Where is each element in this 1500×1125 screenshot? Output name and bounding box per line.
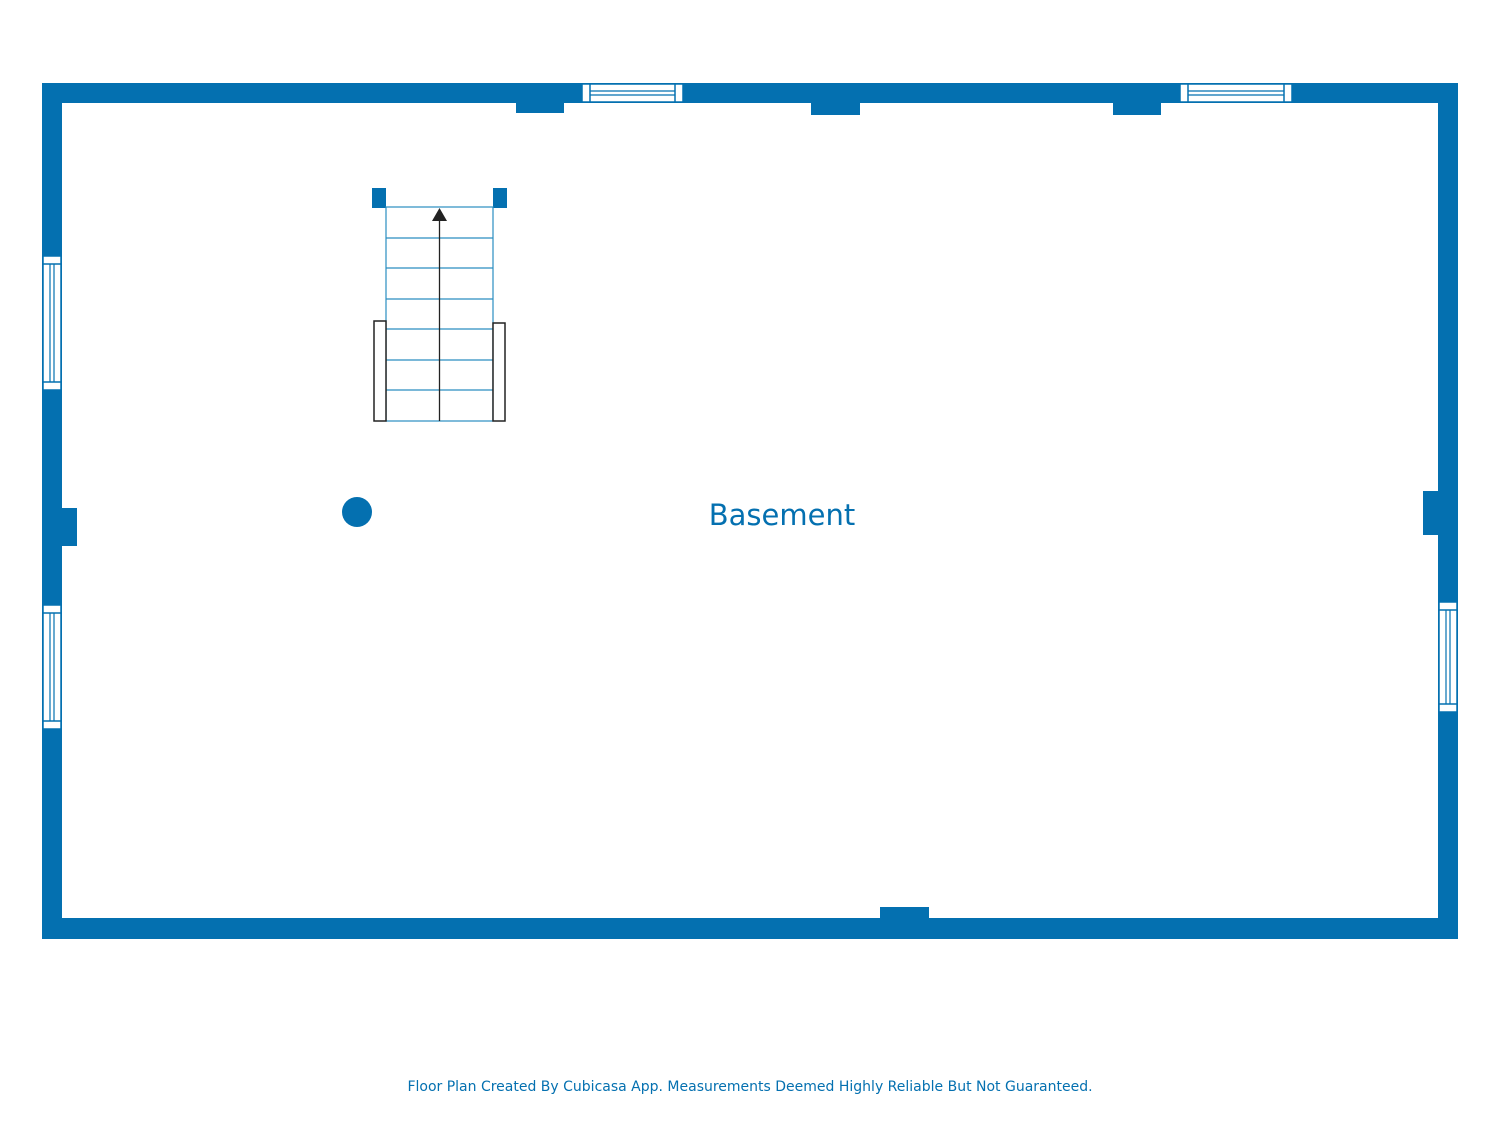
pilaster-top-2 xyxy=(811,101,860,115)
pilaster-right xyxy=(1423,491,1440,535)
windows xyxy=(42,83,1458,730)
stair-up-arrow-icon xyxy=(432,208,447,221)
window-top-2 xyxy=(1179,83,1293,103)
wall-right xyxy=(1438,83,1458,939)
window-right xyxy=(1438,601,1458,713)
footer-note: Floor Plan Created By Cubicasa App. Meas… xyxy=(407,1079,1092,1095)
wall-pilasters xyxy=(60,101,1440,920)
window-top-1 xyxy=(581,83,684,103)
pilaster-left xyxy=(60,508,77,546)
window-left-1 xyxy=(42,255,62,391)
stair-railing-left xyxy=(373,320,387,422)
staircase xyxy=(372,188,507,422)
wall-top xyxy=(42,83,1458,103)
window-left-2 xyxy=(42,604,62,730)
pilaster-bottom xyxy=(880,907,929,920)
support-column xyxy=(342,497,372,527)
stair-post-right xyxy=(493,188,507,208)
wall-bottom xyxy=(42,918,1458,939)
room-label: Basement xyxy=(709,498,855,532)
pilaster-top-1 xyxy=(516,101,564,113)
pilaster-top-3 xyxy=(1113,101,1161,115)
stair-post-left xyxy=(372,188,386,208)
stair-railing-right xyxy=(492,322,506,422)
wall-left xyxy=(42,83,62,939)
